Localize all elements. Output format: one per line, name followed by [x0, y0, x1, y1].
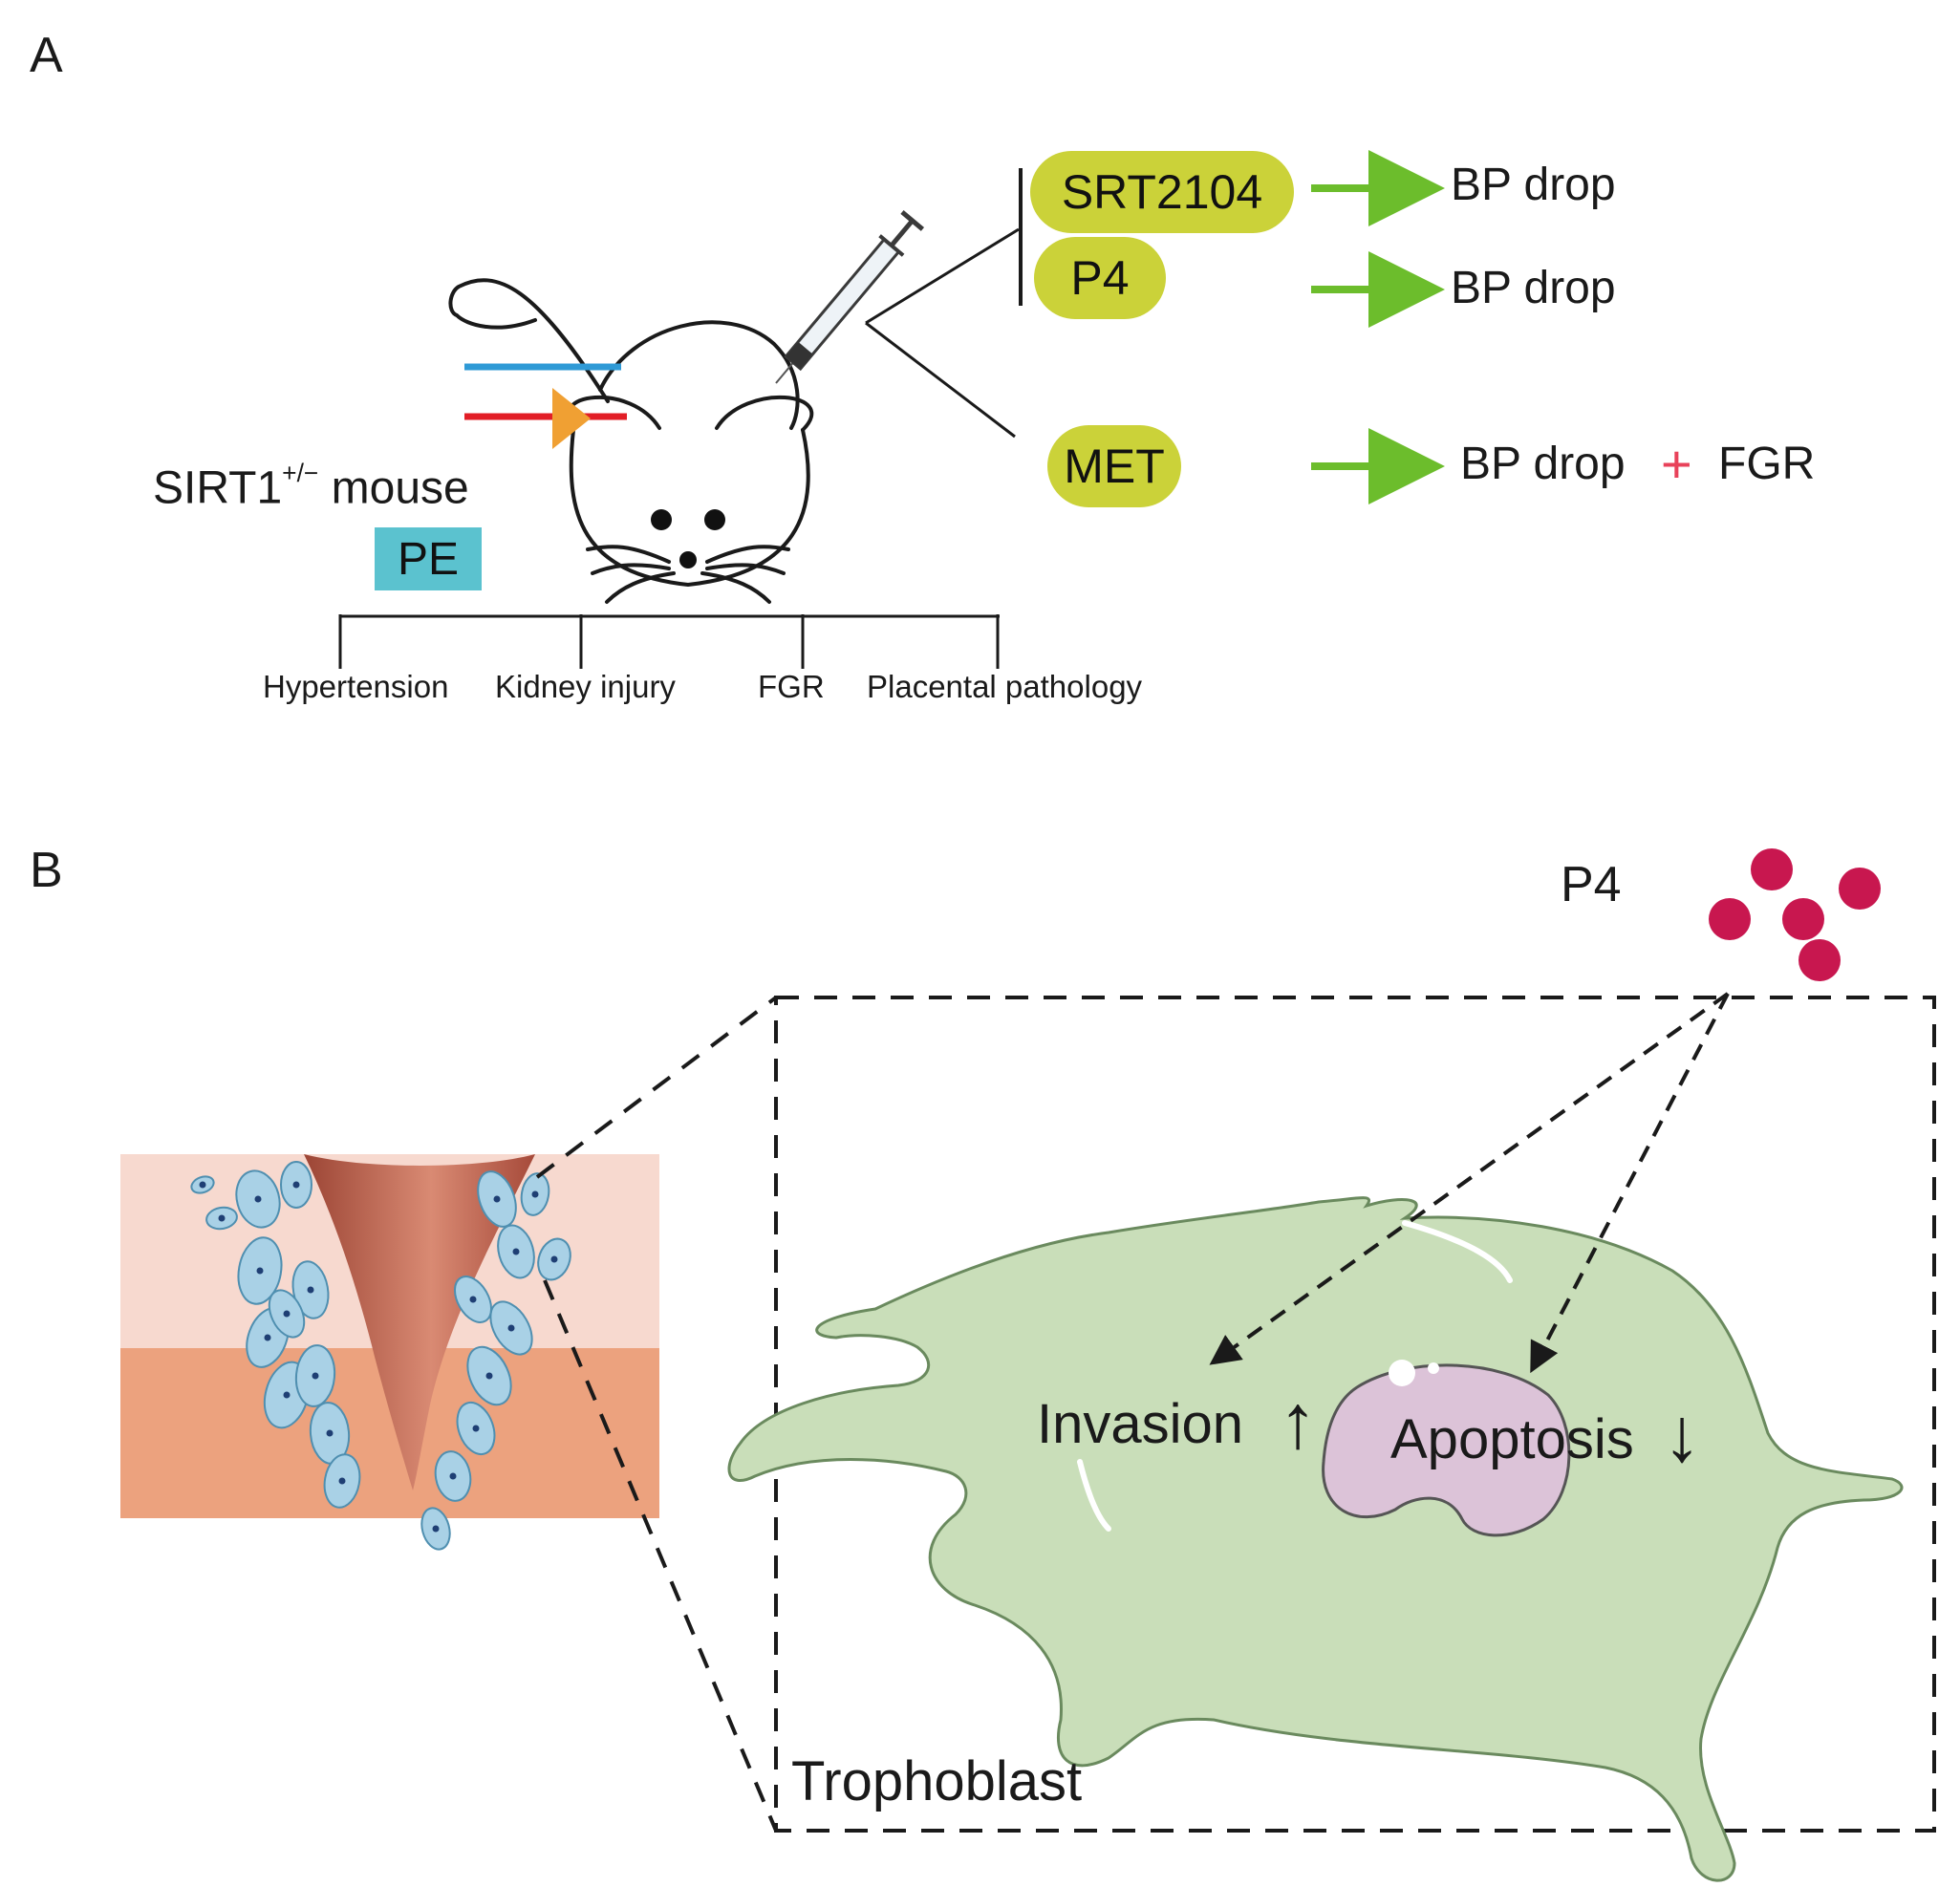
trophoblast-cell-nucleus	[256, 1267, 264, 1275]
phenotype-hypertension: Hypertension	[263, 669, 449, 704]
drug-pill-p4: P4	[1034, 237, 1166, 319]
placental-tissue-section	[120, 1154, 659, 1518]
trophoblast-cell-nucleus	[531, 1190, 539, 1198]
mouse-nose	[679, 551, 697, 568]
invasion-up-arrow: ↑	[1279, 1379, 1317, 1464]
apoptosis-down-arrow: ↓	[1663, 1392, 1701, 1477]
drug-pill-srt2104: SRT2104	[1030, 151, 1294, 233]
trophoblast-cell-nucleus	[472, 1425, 480, 1432]
mouse-label-suffix: mouse	[318, 462, 469, 514]
trophoblast-cell-nucleus	[512, 1248, 520, 1255]
phenotype-bracket	[338, 614, 1000, 669]
branch-line-upper	[865, 227, 1020, 325]
mouse-genotype-label: SIRT1+/− mouse	[153, 461, 469, 511]
cell-highlight-2	[1077, 1459, 1111, 1532]
trophoblast-cell-nucleus	[449, 1472, 457, 1480]
trophoblast-cell-nucleus	[485, 1372, 493, 1380]
mouse-illustration	[448, 278, 814, 604]
spiral-artery	[304, 1154, 535, 1490]
p4-hormone-label: P4	[1561, 857, 1622, 912]
p4-apoptosis-arrow	[1530, 993, 1730, 1374]
trophoblast-cell-nucleus	[283, 1310, 291, 1318]
panel-a-letter: A	[30, 28, 63, 83]
trophoblast-cell-nucleus	[338, 1477, 346, 1485]
zoom-line-top	[535, 996, 778, 1179]
trophoblast-cell-nucleus	[550, 1255, 558, 1263]
trophoblast-cell-nucleus	[469, 1296, 477, 1303]
pe-badge: PE	[375, 527, 482, 590]
trophoblast-label: Trophoblast	[791, 1750, 1083, 1812]
trophoblast-cell-nucleus	[292, 1181, 300, 1189]
loxp-triangle-icon	[552, 388, 591, 449]
panel-b-letter: B	[30, 843, 63, 898]
invasion-label: Invasion	[1037, 1393, 1244, 1455]
trophoblast-cell-nucleus	[264, 1334, 271, 1341]
trophoblast-cell-nucleus	[493, 1195, 501, 1203]
plus-sign: +	[1661, 434, 1692, 494]
drug-pill-met: MET	[1047, 425, 1181, 507]
outcome-srt2104: BP drop	[1451, 160, 1616, 210]
p4-invasion-arrow	[1209, 992, 1730, 1365]
phenotype-fgr: FGR	[758, 669, 825, 704]
nucleus	[1322, 1363, 1571, 1537]
p4-molecules	[1709, 848, 1881, 981]
mouse-eye-right	[704, 509, 725, 530]
outcome-p4: BP drop	[1451, 263, 1616, 313]
apoptosis-label: Apoptosis	[1390, 1408, 1634, 1470]
nucleus-highlight-small	[1428, 1362, 1439, 1374]
zoom-line-bottom	[543, 1279, 778, 1832]
trophoblast-cell-nucleus	[199, 1181, 206, 1189]
trophoblast-cell-nucleus	[432, 1525, 440, 1533]
trophoblast-cell-nucleus	[307, 1286, 314, 1294]
outcome-met-bp: BP drop	[1460, 439, 1626, 489]
trophoblast-cell-nucleus	[312, 1372, 319, 1380]
trophoblast-cell-nucleus	[218, 1214, 226, 1222]
phenotype-kidney-injury: Kidney injury	[495, 669, 676, 704]
mouse-label-sup: +/−	[282, 459, 319, 487]
trophoblast-cell-nucleus	[326, 1429, 334, 1437]
branch-line-lower	[865, 321, 1016, 439]
mouse-eye-left	[651, 509, 672, 530]
cell-highlight	[1402, 1220, 1513, 1283]
trophoblast-cell-nucleus	[507, 1324, 515, 1332]
syringe-icon	[775, 210, 925, 384]
trophoblast-cell-nucleus	[254, 1195, 262, 1203]
trophoblast-cell-nucleus	[283, 1391, 291, 1399]
mouse-label-gene: SIRT1	[153, 462, 283, 514]
outcome-met-fgr: FGR	[1718, 439, 1816, 489]
nucleus-highlight	[1389, 1360, 1415, 1386]
phenotype-placental-pathology: Placental pathology	[867, 669, 1143, 704]
